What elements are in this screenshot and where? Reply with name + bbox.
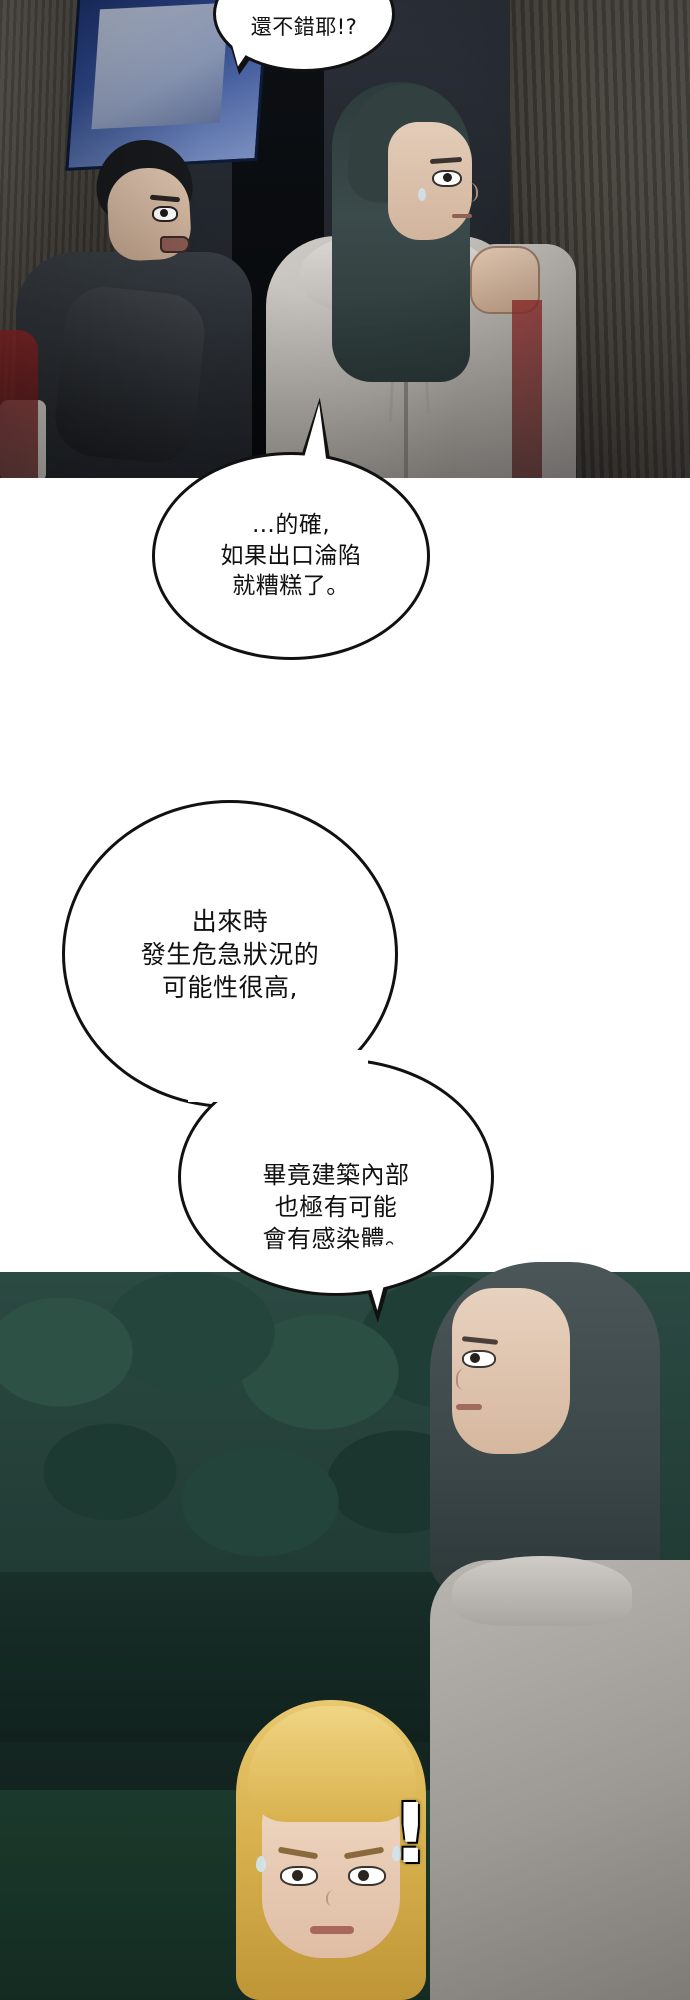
character-dark-shirt-mouth: [160, 236, 190, 253]
panel-1: [0, 0, 690, 478]
speech-bubble-2: …的確, 如果出口淪陷 就糟糕了。: [152, 452, 430, 660]
character-blonde-mouth: [310, 1926, 354, 1934]
sweat-drop-icon: [418, 188, 426, 201]
speech-bubble-2-text: …的確, 如果出口淪陷 就糟糕了。: [220, 512, 362, 600]
hoodie-zipper: [404, 300, 408, 478]
character-dark-shirt-pupil: [160, 209, 168, 217]
character-blonde-bangs: [248, 1706, 416, 1822]
character-grey-nose: [456, 1368, 474, 1390]
speech-bubble-1-text: 還不錯耶!?: [250, 15, 358, 40]
character-grey-pupil: [470, 1353, 480, 1363]
character-grey-collar: [452, 1556, 632, 1626]
bubble-merge-mask: [188, 1050, 368, 1102]
sweat-drop-icon: [392, 1846, 401, 1861]
speech-bubble-3-text: 出來時 發生危急狀況的 可能性很高,: [140, 906, 320, 1002]
character-dark-shirt-body: [16, 252, 252, 478]
character-blonde-pupil-left: [292, 1870, 303, 1881]
blood-splatter-left: [0, 330, 38, 478]
character-blonde-nose: [326, 1890, 340, 1906]
character-grey-mouth: [456, 1404, 482, 1410]
bubble-4-tail-fill: [358, 1244, 402, 1312]
sweat-drop-icon: [256, 1856, 266, 1872]
character-hoodie-mouth: [452, 214, 472, 218]
character-hoodie-nose: [462, 182, 478, 202]
exclamation-effect: !: [392, 1787, 430, 1882]
character-hoodie-pupil: [443, 173, 452, 182]
speech-bubble-4-text: 畢竟建築內部 也極有可能 會有感染體。: [262, 1161, 410, 1253]
blood-splatter-right: [512, 300, 542, 478]
panel-1-vignette: [0, 0, 690, 478]
character-grey-body: [430, 1560, 690, 2000]
character-blonde-pupil-right: [358, 1870, 369, 1881]
